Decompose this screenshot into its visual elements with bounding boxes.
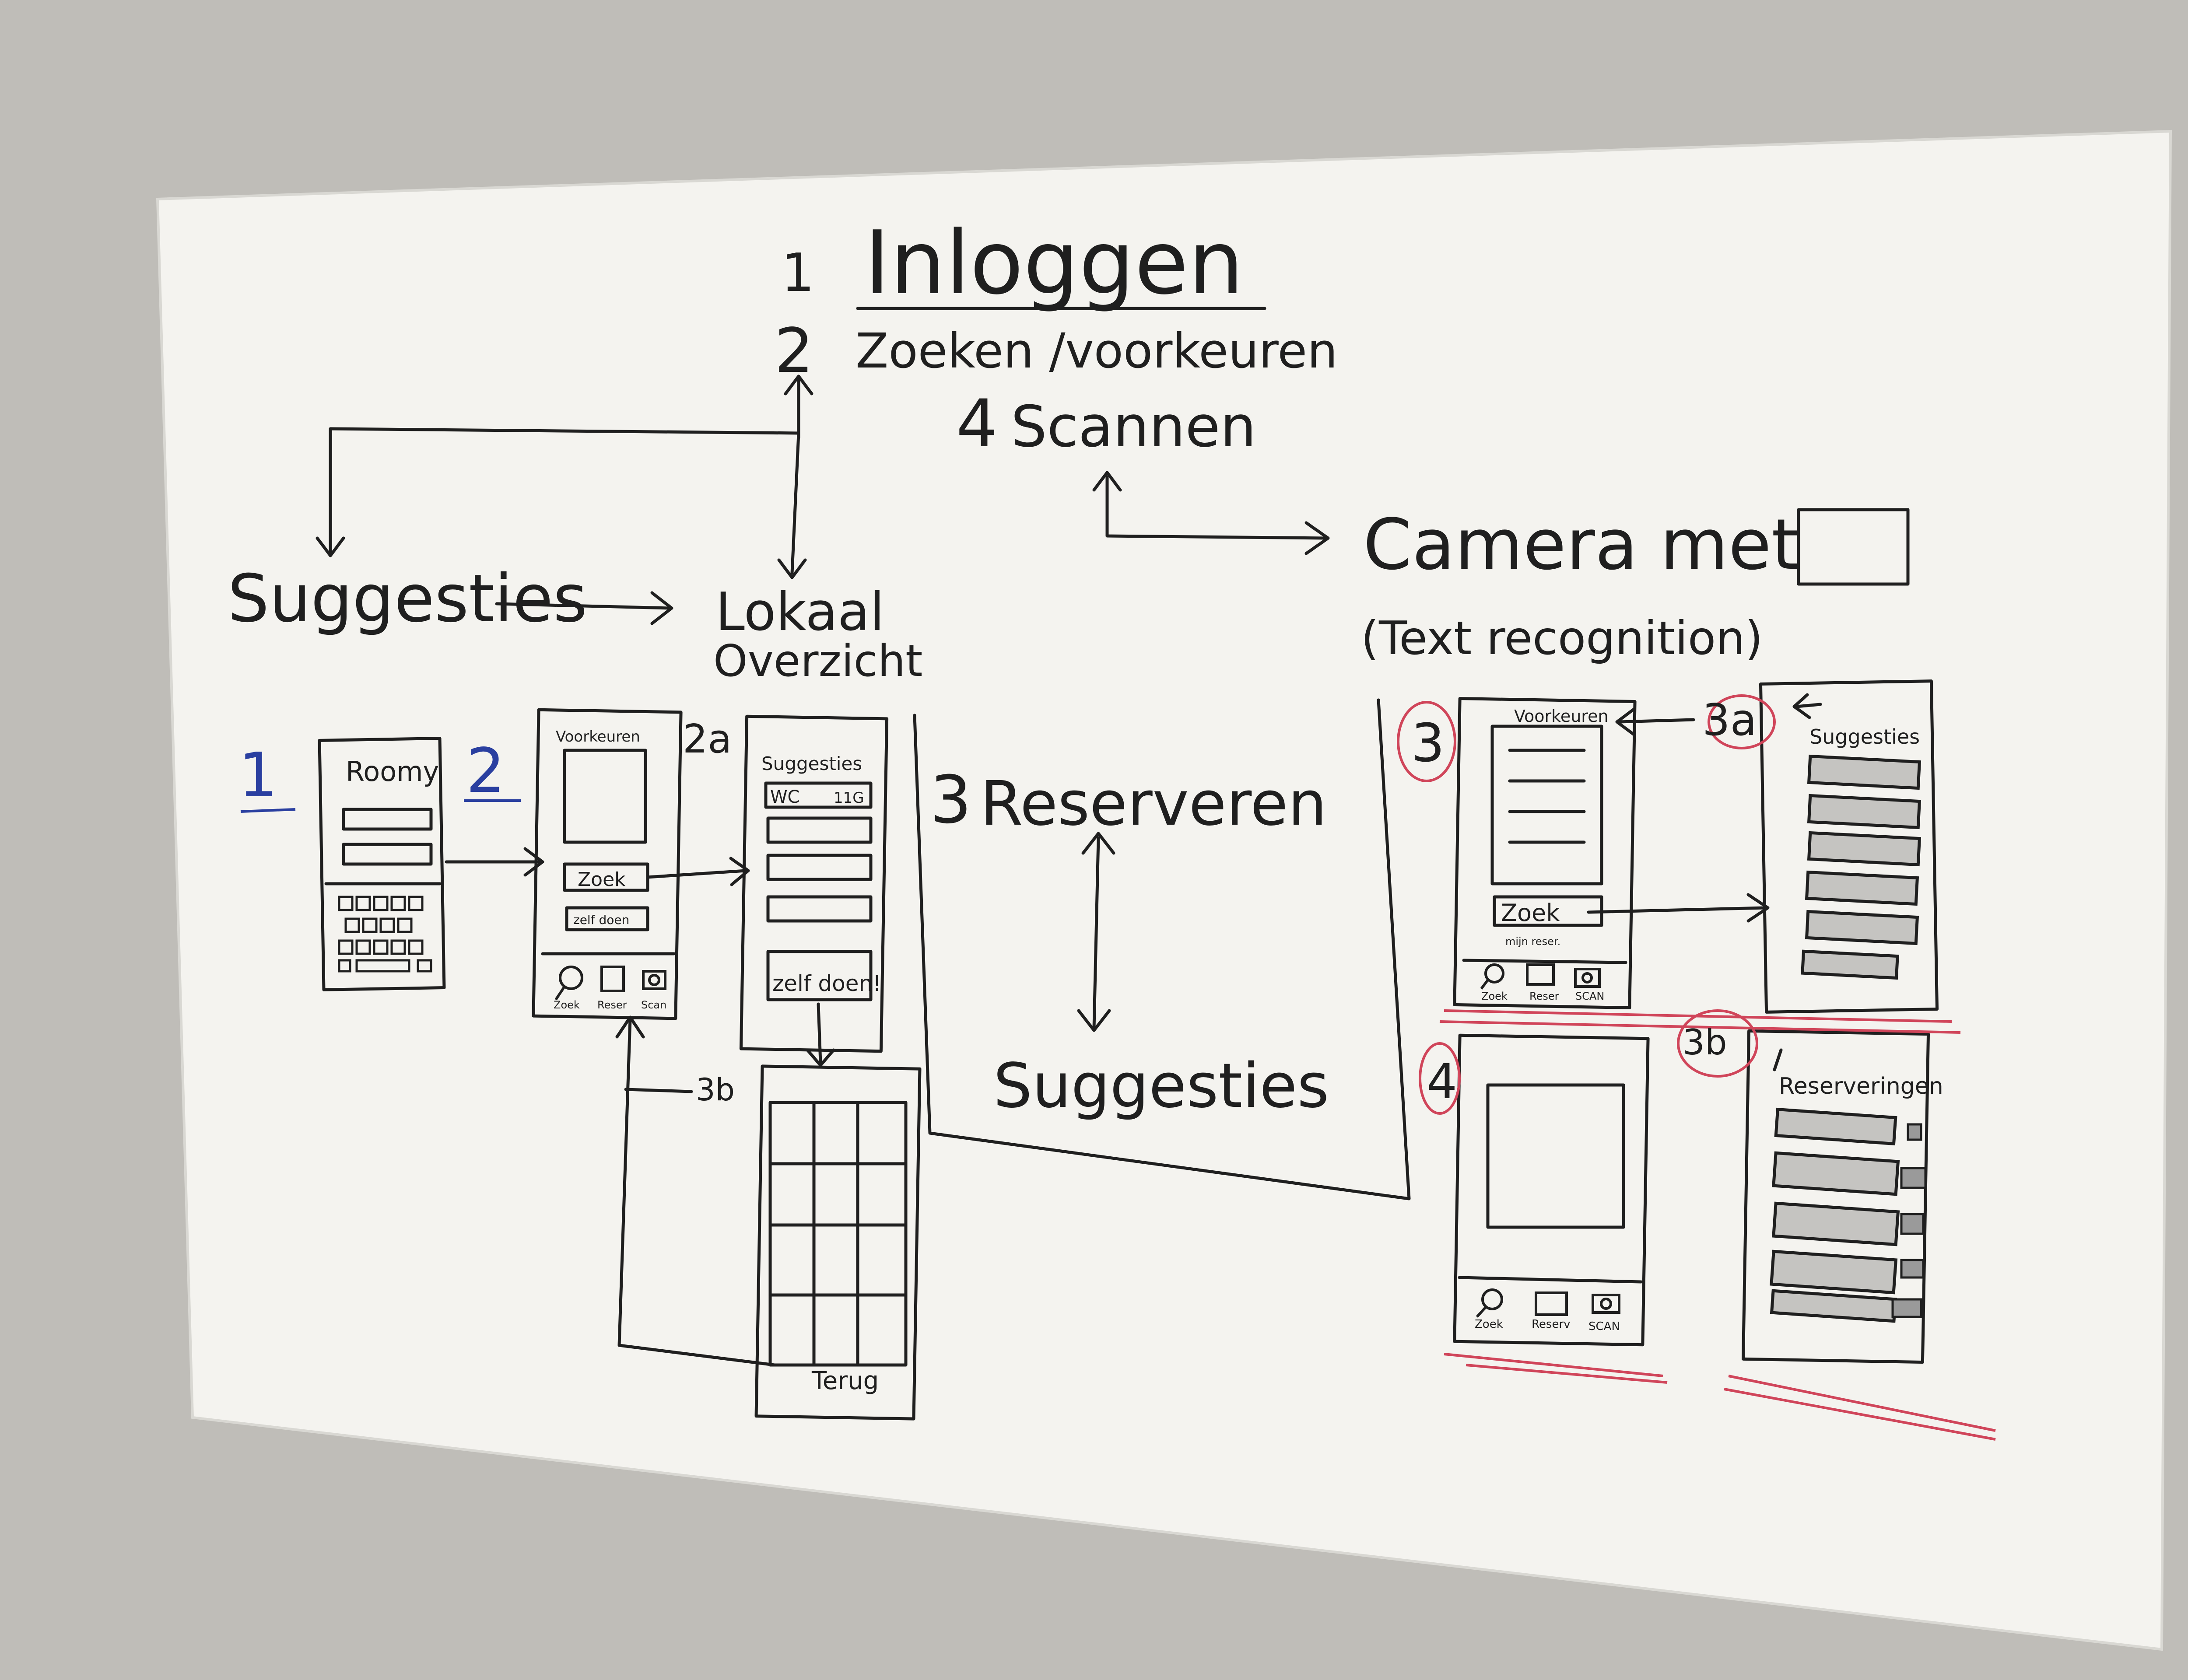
screen-label-4: 4 — [1427, 1054, 1457, 1110]
sugg-wc-label: WC — [770, 787, 799, 807]
home-nav-scan: Scan — [641, 999, 666, 1011]
right-sugg-title: Suggesties — [1809, 725, 1920, 749]
nav-icons-scan — [1476, 1288, 1620, 1318]
heading-scannen: Scannen — [1011, 393, 1256, 460]
label-overzicht: Overzicht — [713, 635, 922, 686]
login-title: Roomy — [346, 756, 439, 788]
nav-icons-left — [554, 966, 666, 1001]
label-suggesties-mid: Suggesties — [993, 1050, 1329, 1122]
nav-icons-right — [1480, 963, 1601, 990]
red-annotations — [1397, 694, 1996, 1441]
home-nav-zoek: Zoek — [554, 999, 580, 1011]
screen-label-3a: 3a — [1702, 694, 1757, 746]
right-home-nav-scan: SCAN — [1575, 990, 1604, 1002]
screen-label-1: 1 — [238, 740, 277, 811]
home-nav-reser: Reser — [597, 999, 627, 1011]
sugg-title: Suggesties — [761, 753, 862, 774]
scan-nav-zoek: Zoek — [1475, 1318, 1503, 1331]
right-home-nav-reser: Reser — [1529, 990, 1559, 1002]
right-home-header: Voorkeuren — [1514, 707, 1609, 726]
label-camera-met: Camera met — [1363, 504, 1799, 585]
right-home-nav-zoek: Zoek — [1481, 990, 1508, 1002]
whiteboard — [156, 130, 2172, 1651]
scan-nav-scan: SCAN — [1588, 1320, 1620, 1333]
right-home-zoek: Zoek — [1501, 899, 1560, 927]
heading-inloggen: Inloggen — [864, 212, 1244, 314]
reservation-icons — [1891, 1123, 1927, 1318]
sugg-zelf-doen: zelf doen! — [772, 971, 881, 996]
scan-nav-reserv: Reserv — [1532, 1318, 1571, 1331]
list-bars — [1770, 754, 1922, 1323]
label-text-recognition: (Text recognition) — [1361, 612, 1763, 665]
heading-zoeken: Zoeken /voorkeuren — [856, 323, 1338, 379]
grid-terug: Terug — [811, 1367, 879, 1395]
right-home-mijn-reser: mijn reser. — [1505, 935, 1560, 948]
blue-underlines — [240, 799, 521, 813]
label-reserveren: Reserveren — [980, 768, 1327, 840]
label-reserveren-number: 3 — [930, 762, 971, 838]
heading-number-1: 1 — [781, 243, 814, 304]
heading-number-2: 2 — [775, 315, 813, 387]
screen-label-3b-right: 3b — [1683, 1022, 1727, 1063]
screen-label-2: 2 — [466, 735, 505, 807]
label-suggesties-left: Suggesties — [228, 561, 587, 637]
reserveringen-title: Reserveringen — [1779, 1073, 1943, 1099]
screen-label-3: 3 — [1411, 713, 1445, 774]
heading-number-4: 4 — [956, 386, 998, 462]
screen-label-3b-left: 3b — [696, 1072, 735, 1108]
home-zelf-button: zelf doen — [573, 913, 629, 927]
screen-label-2a: 2a — [683, 716, 732, 762]
home-zoek-button: Zoek — [578, 868, 626, 891]
keyboard-sketch — [338, 896, 432, 973]
label-lokaal: Lokaal — [715, 582, 884, 643]
home-header: Voorkeuren — [556, 728, 640, 746]
sugg-wc-value: 11G — [834, 789, 864, 807]
